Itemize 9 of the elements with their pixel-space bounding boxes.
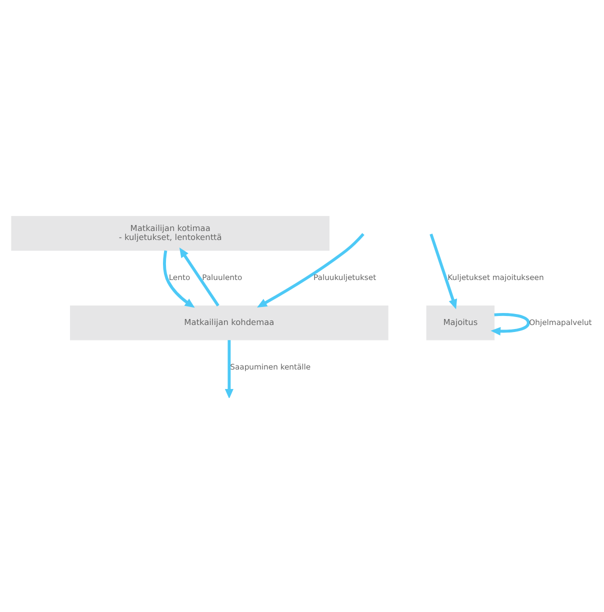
arrow (490, 313, 530, 336)
node-box: Majoitus (426, 306, 495, 340)
arrow (179, 248, 220, 307)
node-box: Matkailijan kohdemaa (70, 306, 388, 340)
node-box: Matkailijan kotimaa - kuljetukset, lentokenttä (11, 216, 330, 251)
arrow (430, 234, 458, 310)
arrow (257, 233, 364, 308)
arrow (224, 340, 234, 398)
arrow (163, 250, 195, 308)
